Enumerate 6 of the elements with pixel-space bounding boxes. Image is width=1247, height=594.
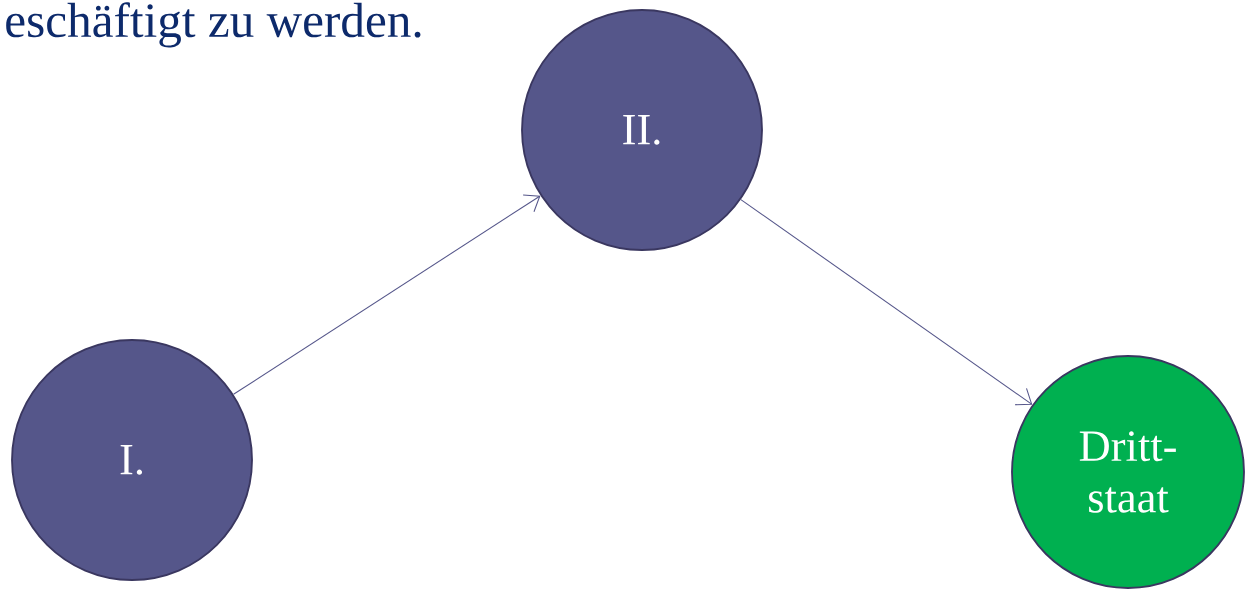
- circle-node: Dritt- staat: [1011, 355, 1245, 589]
- circle-node: II.: [521, 9, 763, 251]
- arrow: [740, 199, 1033, 406]
- circle-node: I.: [11, 339, 253, 581]
- heading-text: eschäftigt zu werden.: [6, 2, 421, 48]
- arrow: [233, 194, 541, 395]
